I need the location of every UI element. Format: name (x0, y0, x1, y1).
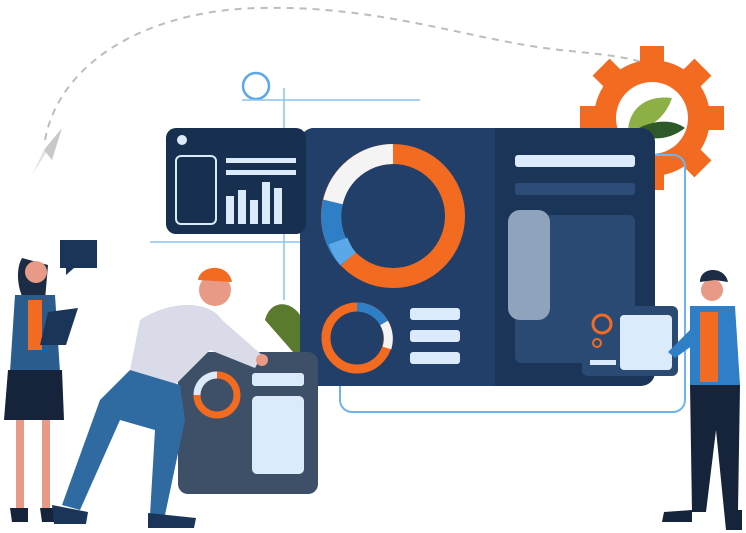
scroll-pill (508, 210, 550, 320)
man-pushing-panel (52, 267, 268, 528)
legend-bar (410, 308, 460, 320)
dashed-flight-path (44, 6, 661, 141)
bar-chart-panel (166, 128, 306, 234)
woman-presenting (662, 270, 742, 530)
donut-chart-large (321, 144, 465, 288)
decor-circle (241, 71, 271, 101)
woman-with-tablet (4, 240, 97, 522)
legend-bar (410, 330, 460, 342)
header-bar (515, 155, 635, 167)
donut-chart-small (321, 302, 393, 374)
gray-card-panel (178, 304, 318, 494)
paper-plane-icon (32, 128, 62, 175)
legend-bar (410, 352, 460, 364)
subheader-bar (515, 183, 635, 195)
mini-card (582, 306, 678, 376)
